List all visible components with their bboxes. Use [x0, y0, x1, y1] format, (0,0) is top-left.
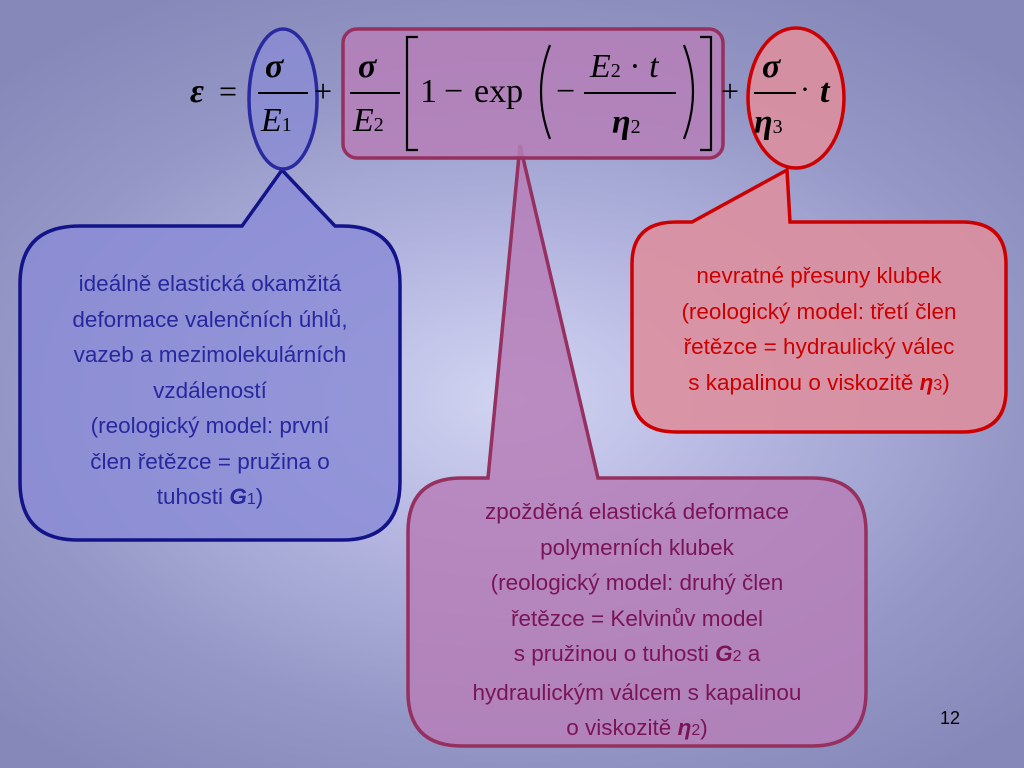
- purple-line-5: s pružinou o tuhosti G2 a: [513, 641, 761, 666]
- red-line-2: (reologický model: třetí člen: [681, 298, 957, 324]
- blue-line-3: vazeb a mezimolekulárních: [73, 342, 347, 367]
- fraction-line-3: [584, 92, 676, 94]
- time-t: t: [820, 73, 830, 110]
- purple-callout-bubble: [406, 144, 868, 748]
- formula-brackets: [405, 35, 713, 152]
- fraction-line-1: [258, 92, 308, 94]
- red-line-1: nevratné přesuny klubek: [696, 263, 942, 288]
- modulus-e2: E2: [353, 102, 384, 139]
- purple-line-2: polymerních klubek: [540, 534, 734, 560]
- purple-line-3: (reologický model: druhý člen: [490, 570, 784, 595]
- blue-callout-text: ideálně elastická okamžitá deformace val…: [24, 266, 396, 518]
- plus-sign-1: +: [314, 73, 333, 109]
- purple-line-7: o viskozitě η2): [566, 715, 708, 740]
- epsilon-symbol: ε: [190, 73, 204, 110]
- blue-line-5: (reologický model: první: [90, 413, 330, 438]
- blue-line-6: člen řetězce = pružina o: [90, 448, 330, 474]
- one-digit: 1: [420, 73, 437, 110]
- page-number: 12: [940, 708, 961, 728]
- blue-line-4: vzdáleností: [153, 377, 267, 403]
- sigma-numerator-3: σ: [762, 48, 781, 85]
- sigma-numerator-2: σ: [358, 48, 377, 85]
- first-term-ellipse: [247, 27, 319, 171]
- fraction-line-2: [350, 92, 400, 94]
- blue-line-1: ideálně elastická okamžitá: [78, 271, 342, 296]
- plus-sign-2: +: [721, 73, 740, 109]
- exp-function: exp: [474, 73, 524, 110]
- purple-line-4: řetězce = Kelvinův model: [510, 605, 763, 631]
- numerator-e2-t: E2 · t: [590, 48, 659, 85]
- fraction-line-4: [754, 92, 796, 94]
- purple-line-1: zpožděná elastická deformace: [485, 499, 789, 524]
- red-callout-text: nevratné přesuny klubek (reologický mode…: [636, 258, 1002, 403]
- purple-callout-text: zpožděná elastická deformace polymerních…: [412, 494, 862, 749]
- purple-line-6: hydraulickým válcem s kapalinou: [472, 679, 802, 705]
- third-term-ellipse: [746, 26, 846, 170]
- blue-line-2: deformace valenčních úhlů,: [72, 306, 348, 332]
- modulus-e1: E1: [261, 102, 292, 139]
- multiply-dot: ·: [800, 73, 810, 106]
- blue-callout-bubble: [18, 167, 402, 542]
- minus-sign-1: −: [444, 73, 464, 110]
- eta-3: η3: [754, 104, 783, 141]
- second-term-box: [341, 27, 725, 160]
- red-callout-bubble: [630, 167, 1008, 434]
- red-line-4: s kapalinou o viskozitě η3): [688, 369, 950, 395]
- minus-sign-2: −: [556, 73, 576, 110]
- red-line-3: řetězce = hydraulický válec: [683, 334, 955, 359]
- blue-line-7: tuhosti G1): [156, 484, 264, 509]
- sigma-numerator-1: σ: [265, 48, 284, 85]
- equals-sign: =: [219, 73, 238, 109]
- eta-2: η2: [612, 104, 641, 141]
